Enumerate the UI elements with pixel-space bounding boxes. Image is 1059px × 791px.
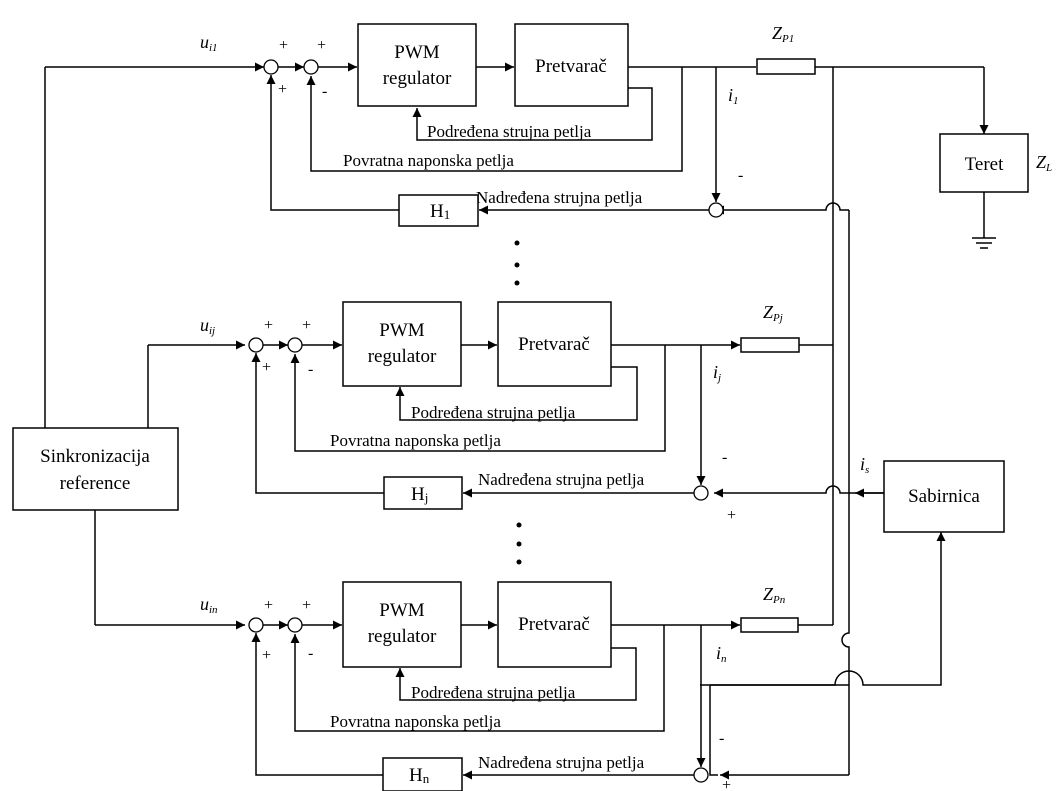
sign-minus: - bbox=[738, 167, 743, 184]
ref-label-j: uij bbox=[200, 315, 215, 337]
converter-label: Pretvarač bbox=[518, 334, 590, 355]
gain-block-hj bbox=[383, 476, 463, 510]
sign-minus: - bbox=[719, 730, 724, 747]
gain-label-1: H1 bbox=[430, 201, 450, 222]
sum-junction-outer-j bbox=[693, 485, 709, 501]
bus-current-label: is bbox=[860, 454, 869, 476]
impedance-label-j: ZPj bbox=[763, 302, 783, 324]
outer-current-loop-label: Nadređena strujna petlja bbox=[478, 470, 645, 489]
current-label-n: in bbox=[716, 643, 727, 665]
sign-minus: - bbox=[722, 449, 727, 466]
converter-label: Pretvarač bbox=[535, 56, 607, 77]
sign-plus: + bbox=[278, 81, 287, 98]
sign-plus: + bbox=[317, 37, 326, 54]
sign-minus: - bbox=[308, 645, 313, 662]
pwm-regulator-block-j bbox=[342, 301, 462, 387]
sum-junction-voltage-n bbox=[287, 617, 303, 633]
load-block bbox=[939, 133, 1029, 193]
pwm-regulator-block-1 bbox=[357, 23, 477, 107]
sign-plus: + bbox=[264, 317, 273, 334]
impedance-zpn bbox=[740, 617, 799, 633]
impedance-label-1: ZP1 bbox=[772, 23, 794, 45]
voltage-loop-label: Povratna naponska petlja bbox=[330, 431, 501, 450]
load-label: Teret bbox=[965, 154, 1004, 175]
sync-reference-block bbox=[12, 427, 179, 511]
sign-minus: - bbox=[308, 361, 313, 378]
gain-label-n: Hn bbox=[409, 765, 430, 786]
ref-label-n: uin bbox=[200, 594, 218, 616]
sign-plus: + bbox=[264, 597, 273, 614]
gain-block-hn bbox=[382, 757, 463, 791]
sum-junction-ref-1 bbox=[263, 59, 279, 75]
sign-plus: + bbox=[302, 597, 311, 614]
pwm-regulator-block-n bbox=[342, 581, 462, 668]
pwm-label-line1: PWM bbox=[394, 42, 440, 63]
bus-block bbox=[883, 460, 1005, 533]
inner-current-loop-label: Podređena strujna petlja bbox=[411, 683, 576, 702]
branch-j: uij + + + - PWM regulator Pretvarač ZPj … bbox=[200, 301, 869, 524]
sign-plus: + bbox=[727, 507, 736, 524]
voltage-loop-label: Povratna naponska petlja bbox=[343, 151, 514, 170]
voltage-loop-label: Povratna naponska petlja bbox=[330, 712, 501, 731]
sum-junction-voltage-1 bbox=[303, 59, 319, 75]
sign-plus: + bbox=[262, 647, 271, 664]
pwm-label-line2: regulator bbox=[368, 346, 437, 367]
continuation-dots bbox=[514, 240, 522, 565]
sign-plus: + bbox=[279, 37, 288, 54]
sign-minus: - bbox=[322, 83, 327, 100]
ref-label-1: ui1 bbox=[200, 32, 218, 54]
gain-block-h1 bbox=[398, 194, 479, 227]
load-impedance-label: ZL bbox=[1036, 152, 1052, 174]
pwm-label-line1: PWM bbox=[379, 600, 425, 621]
current-label-1: i1 bbox=[728, 85, 739, 107]
converter-label: Pretvarač bbox=[518, 614, 590, 635]
sign-plus: + bbox=[722, 777, 731, 791]
bus-label: Sabirnica bbox=[908, 486, 980, 507]
sign-plus: + bbox=[262, 359, 271, 376]
impedance-zp1 bbox=[756, 58, 816, 75]
converter-block-j bbox=[497, 301, 612, 387]
pwm-label-line1: PWM bbox=[379, 320, 425, 341]
pwm-label-line2: regulator bbox=[383, 68, 452, 89]
branch-n: uin + + + - PWM regulator Pretvarač ZPn … bbox=[200, 581, 833, 791]
converter-block-1 bbox=[514, 23, 629, 107]
sum-junction-ref-n bbox=[248, 617, 264, 633]
outer-current-loop-label: Nadređena strujna petlja bbox=[478, 753, 645, 772]
impedance-label-n: ZPn bbox=[763, 584, 786, 606]
sign-plus: + bbox=[302, 317, 311, 334]
ground-symbol bbox=[972, 192, 996, 249]
pwm-label-line2: regulator bbox=[368, 626, 437, 647]
sum-junction-outer-1 bbox=[708, 202, 724, 218]
converter-block-n bbox=[497, 581, 612, 668]
current-label-j: ij bbox=[713, 362, 721, 384]
inner-current-loop-label: Podređena strujna petlja bbox=[411, 403, 576, 422]
sum-junction-ref-j bbox=[248, 337, 264, 353]
inner-current-loop-label: Podređena strujna petlja bbox=[427, 122, 592, 141]
sync-reference-line1: Sinkronizacija bbox=[40, 446, 150, 467]
sync-reference-line2: reference bbox=[60, 473, 131, 494]
outer-current-loop-label: Nadređena strujna petlja bbox=[476, 188, 643, 207]
branch-1: ui1 + + + - PWM regulator Pretvarač ZP1 … bbox=[200, 23, 833, 227]
impedance-zpj bbox=[740, 337, 800, 353]
gain-label-j: Hj bbox=[411, 484, 428, 505]
sum-junction-voltage-j bbox=[287, 337, 303, 353]
sum-junction-outer-n bbox=[693, 767, 709, 783]
global-wiring bbox=[44, 62, 989, 780]
